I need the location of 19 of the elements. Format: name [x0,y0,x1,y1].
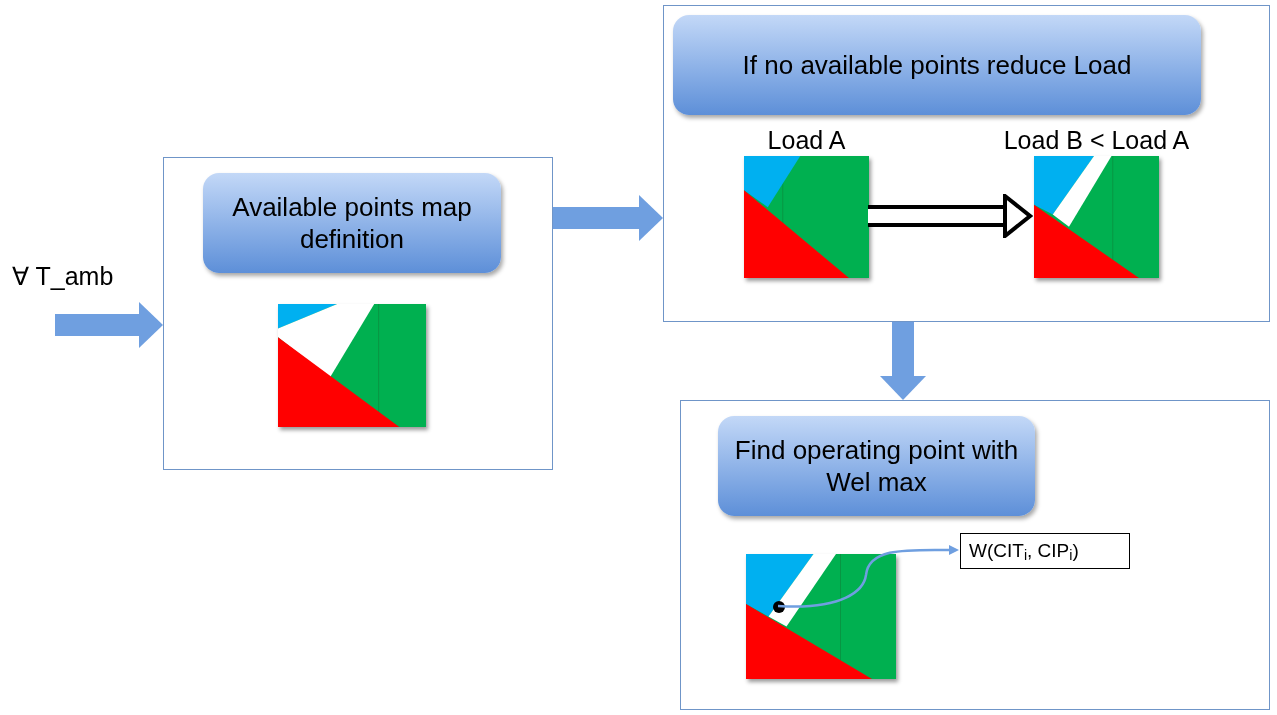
value-box: W(CIT$_{i}$, CIP$_{i}$) [960,533,1130,569]
block-arrow [880,322,926,400]
curved-arrow [777,545,959,608]
outline-arrow [868,194,1032,238]
map-drawing [1034,156,1159,278]
panel [163,157,553,470]
input-label: ∀ T_amb [12,261,114,292]
map-drawing [744,156,869,278]
step-box: If no available points reduce Load [673,15,1201,115]
map-caption: Load B < Load A [1003,125,1190,156]
block-arrow [553,195,663,241]
map-drawing [746,554,896,679]
map-drawing [278,304,426,427]
block-arrow [55,302,163,348]
panel [680,400,1270,710]
map-caption: Load A [767,125,846,156]
panel [663,5,1270,322]
step-box: Find operating point with Wel max [718,416,1035,516]
step-box: Available points map definition [203,173,501,273]
